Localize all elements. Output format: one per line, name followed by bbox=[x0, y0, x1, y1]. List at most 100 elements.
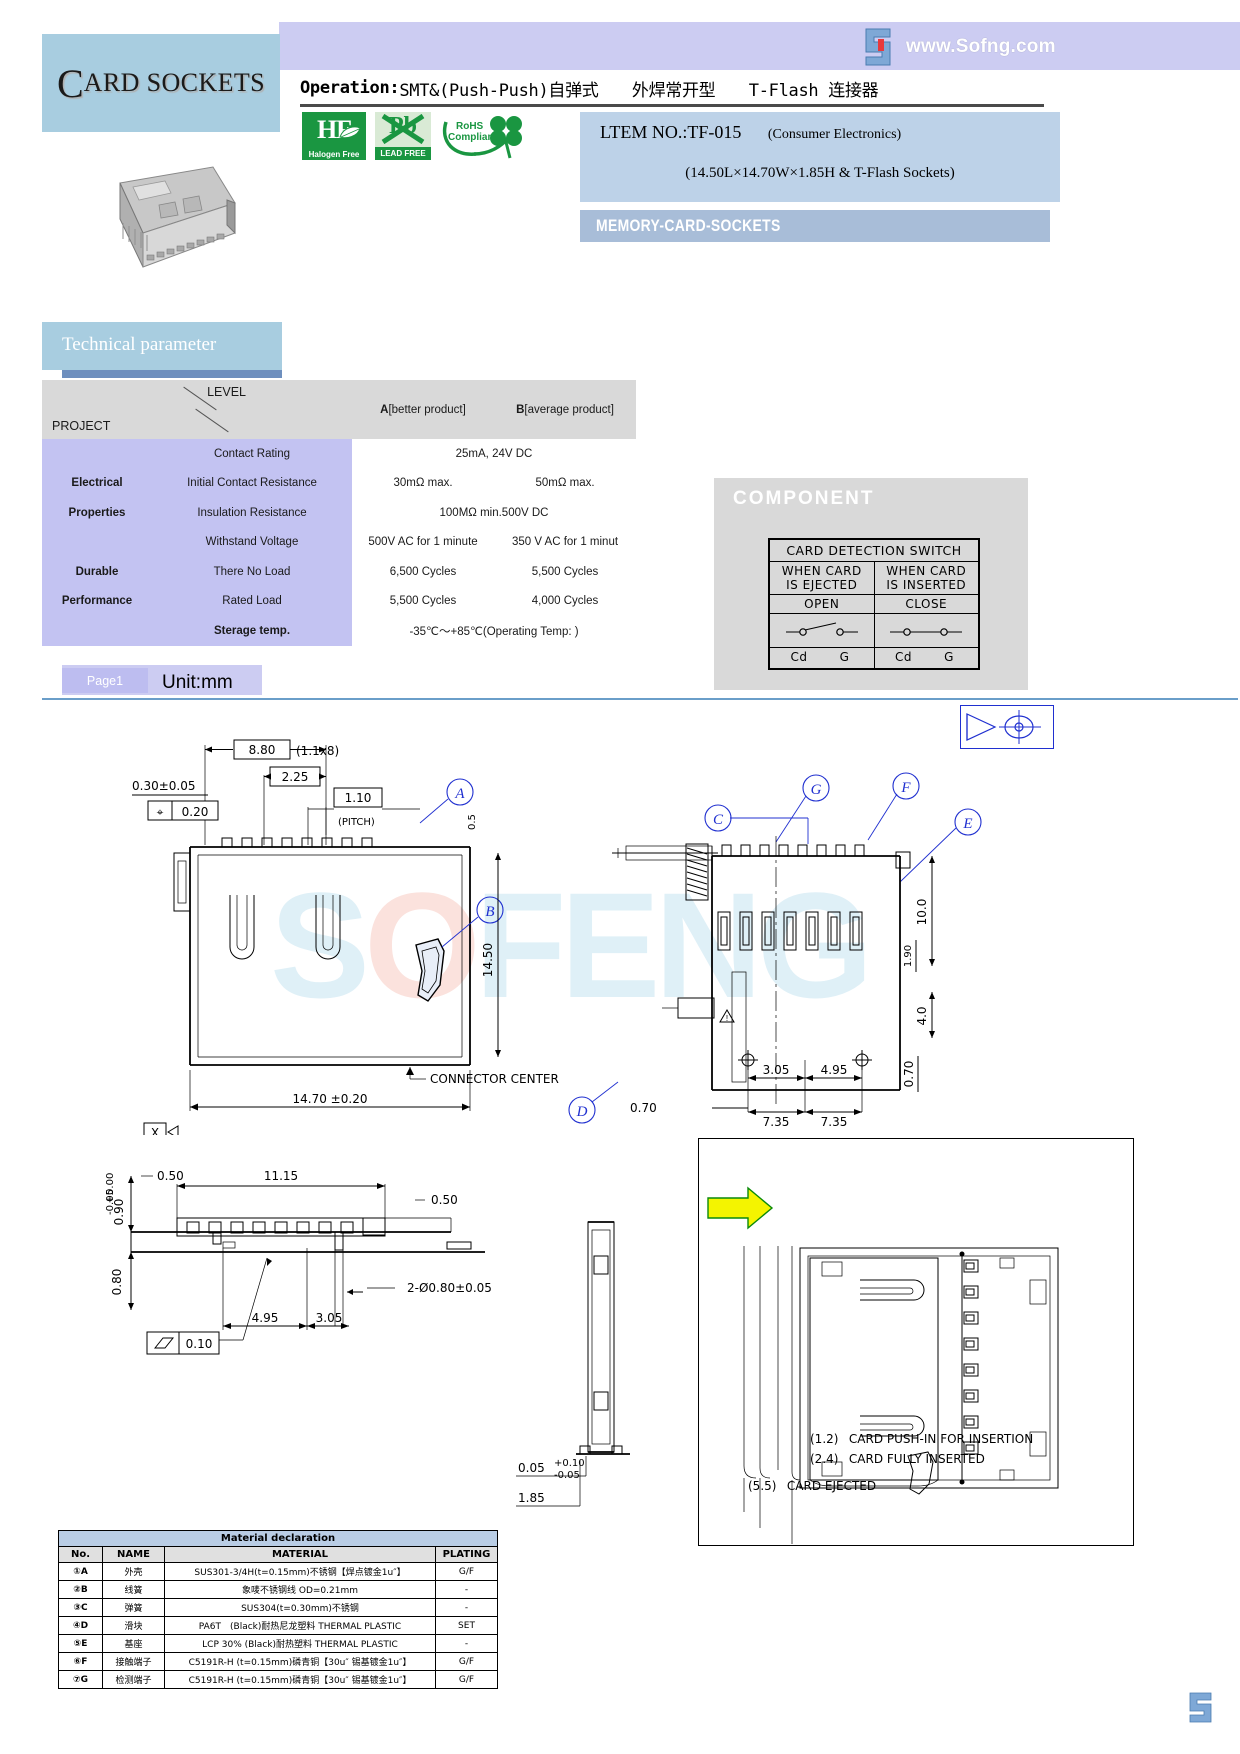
memory-card-sockets-bar bbox=[580, 210, 1050, 242]
sofng-footer-logo-icon bbox=[1185, 1690, 1219, 1724]
operation-label: Operation: bbox=[300, 78, 400, 98]
switch-state-row: OPEN CLOSE bbox=[768, 594, 980, 614]
mat-no: ③C bbox=[58, 1598, 103, 1617]
lead-free-label: LEAD FREE bbox=[375, 147, 431, 160]
mat-title-row: Material declaration bbox=[58, 1530, 498, 1547]
assembly-note-1-text: CARD PUSH-IN FOR INSERTION bbox=[848, 1432, 1034, 1446]
switch-condition-row: WHEN CARD IS EJECTED WHEN CARD IS INSERT… bbox=[768, 561, 980, 595]
svg-text:2.25: 2.25 bbox=[282, 770, 309, 784]
mat-plating: - bbox=[435, 1598, 498, 1617]
svg-text:X: X bbox=[151, 1126, 159, 1135]
switch-cond2-l1: WHEN CARD bbox=[886, 564, 967, 578]
rohs-compliant-icon: RoHS Compliant bbox=[440, 112, 532, 160]
table-row: ⑥F 接触端子 C5191R-H (t=0.15mm)磷青铜【30u″ 锡基镀金… bbox=[58, 1652, 498, 1671]
spec-col-b-label: [average product] bbox=[524, 403, 614, 416]
insertion-arrow-icon bbox=[707, 1186, 774, 1230]
switch-condition-inserted: WHEN CARD IS INSERTED bbox=[873, 561, 980, 595]
terminal-cd-right: Cd bbox=[894, 650, 912, 664]
mat-material: 象唛不锈钢线 OD=0.21mm bbox=[164, 1580, 436, 1599]
table-row: Sterage temp. -35℃～+85℃(Operating Temp: … bbox=[42, 616, 636, 646]
ref-d-callout: D bbox=[560, 1078, 620, 1128]
switch-symbol-close-icon bbox=[873, 613, 980, 648]
spec-item: Contact Rating bbox=[152, 439, 352, 469]
rohs-line2: Compliant bbox=[448, 132, 497, 143]
operation-underline bbox=[300, 104, 1044, 107]
svg-text:7.35: 7.35 bbox=[821, 1115, 848, 1129]
svg-text:C: C bbox=[713, 812, 724, 828]
svg-text:14.50: 14.50 bbox=[481, 943, 495, 977]
rohs-line1: RoHS bbox=[456, 121, 484, 132]
spec-item: Rated Load bbox=[152, 586, 352, 616]
svg-text:0.50: 0.50 bbox=[431, 1193, 458, 1207]
mat-plating: G/F bbox=[435, 1652, 498, 1671]
mat-material: LCP 30% (Black)耐热塑料 THERMAL PLASTIC bbox=[164, 1634, 436, 1653]
svg-text:0.70: 0.70 bbox=[902, 1061, 916, 1088]
svg-text:8.80: 8.80 bbox=[249, 743, 276, 757]
svg-text:0.10: 0.10 bbox=[186, 1337, 213, 1351]
assembly-note-2: (2.4) CARD FULLY INSERTED bbox=[810, 1450, 985, 1468]
svg-text:2-Ø0.80±0.05: 2-Ø0.80±0.05 bbox=[407, 1281, 492, 1295]
mat-no: ⑥F bbox=[58, 1652, 103, 1671]
spec-level-label: LEVEL bbox=[207, 385, 246, 399]
item-category: (Consumer Electronics) bbox=[767, 127, 902, 142]
website-url[interactable]: www.Sofng.com bbox=[906, 36, 1056, 57]
mat-plating: SET bbox=[435, 1616, 498, 1635]
spec-col-a-label: [better product] bbox=[388, 403, 466, 416]
switch-cond1-l2: IS EJECTED bbox=[786, 578, 858, 592]
lead-free-icon: Pb LEAD FREE bbox=[375, 112, 431, 160]
table-row: Contact Rating 25mA, 24V DC bbox=[42, 439, 636, 469]
spec-value-both: -35℃～+85℃(Operating Temp: ) bbox=[409, 625, 579, 638]
svg-text:3.05: 3.05 bbox=[763, 1063, 790, 1077]
mat-no: ②B bbox=[58, 1580, 103, 1599]
svg-text:1.10: 1.10 bbox=[345, 791, 372, 805]
spec-value-both: 100MΩ min.500V DC bbox=[439, 506, 549, 519]
spec-col-a: A[better product] bbox=[352, 380, 494, 439]
table-row: Withstand Voltage 500V AC for 1 minute 3… bbox=[42, 527, 636, 557]
table-row: ①A 外壳 SUS301-3/4H(t=0.15mm)不锈钢【焊点镀金1u″】 … bbox=[58, 1562, 498, 1581]
card-detection-switch-table: CARD DETECTION SWITCH WHEN CARD IS EJECT… bbox=[768, 538, 980, 670]
sofng-logo-icon bbox=[860, 25, 900, 69]
table-row: Properties Insulation Resistance 100MΩ m… bbox=[42, 498, 636, 528]
spec-value-a: 30mΩ max. bbox=[393, 477, 453, 490]
material-declaration-table: Material declaration No. NAME MATERIAL P… bbox=[58, 1530, 498, 1689]
mat-no: ⑦G bbox=[58, 1670, 103, 1689]
assembly-note-2-value: (2.4) bbox=[810, 1452, 839, 1466]
mat-material: C5191R-H (t=0.15mm)磷青铜【30u″ 锡基镀金1u″】 bbox=[164, 1670, 436, 1689]
table-row: Performance Rated Load 5,500 Cycles 4,00… bbox=[42, 586, 636, 616]
table-row: Durable There No Load 6,500 Cycles 5,500… bbox=[42, 557, 636, 587]
mat-material: SUS304(t=0.30mm)不锈钢 bbox=[164, 1598, 436, 1617]
spec-header-corner: LEVEL PROJECT bbox=[42, 380, 352, 439]
svg-text:+0.00: +0.00 bbox=[105, 1173, 116, 1204]
spec-group: Durable bbox=[42, 557, 152, 587]
switch-title: CARD DETECTION SWITCH bbox=[768, 538, 980, 562]
mat-no: ①A bbox=[58, 1562, 103, 1581]
mat-name: 线簧 bbox=[102, 1580, 165, 1599]
table-row: Electrical Initial Contact Resistance 30… bbox=[42, 468, 636, 498]
spec-item: Initial Contact Resistance bbox=[152, 468, 352, 498]
halogen-free-icon: HF Halogen Free bbox=[302, 112, 366, 160]
assembly-note-1: (1.2) CARD PUSH-IN FOR INSERTION bbox=[810, 1430, 1033, 1448]
page-number-tag: Page1 bbox=[62, 668, 148, 693]
mat-plating: - bbox=[435, 1580, 498, 1599]
mat-no: ④D bbox=[58, 1616, 103, 1635]
svg-text:0.05: 0.05 bbox=[518, 1461, 545, 1475]
spec-value-both: 25mA, 24V DC bbox=[455, 447, 533, 460]
spec-group: Electrical bbox=[42, 468, 152, 498]
svg-text:14.70 ±0.20: 14.70 ±0.20 bbox=[293, 1092, 368, 1106]
table-row: ③C 弹簧 SUS304(t=0.30mm)不锈钢 - bbox=[58, 1598, 498, 1617]
mat-col-name: NAME bbox=[102, 1546, 165, 1563]
section-divider bbox=[42, 698, 1238, 700]
spec-group bbox=[42, 616, 152, 646]
svg-text:0.90: 0.90 bbox=[112, 1199, 126, 1226]
spec-item: Sterage temp. bbox=[152, 616, 352, 646]
spec-value-b: 5,500 Cycles bbox=[531, 565, 599, 578]
spec-col-b: B[average product] bbox=[494, 380, 636, 439]
switch-symbol-open-icon bbox=[768, 613, 875, 648]
mat-header-row: No. NAME MATERIAL PLATING bbox=[58, 1546, 498, 1563]
operation-line: Operation:SMT&(Push-Push)自弹式 外焊常开型 T-Fla… bbox=[300, 70, 1060, 106]
svg-text:1.85: 1.85 bbox=[518, 1491, 545, 1505]
unit-label: Unit:mm bbox=[162, 672, 233, 693]
svg-text:⌖: ⌖ bbox=[157, 805, 164, 819]
